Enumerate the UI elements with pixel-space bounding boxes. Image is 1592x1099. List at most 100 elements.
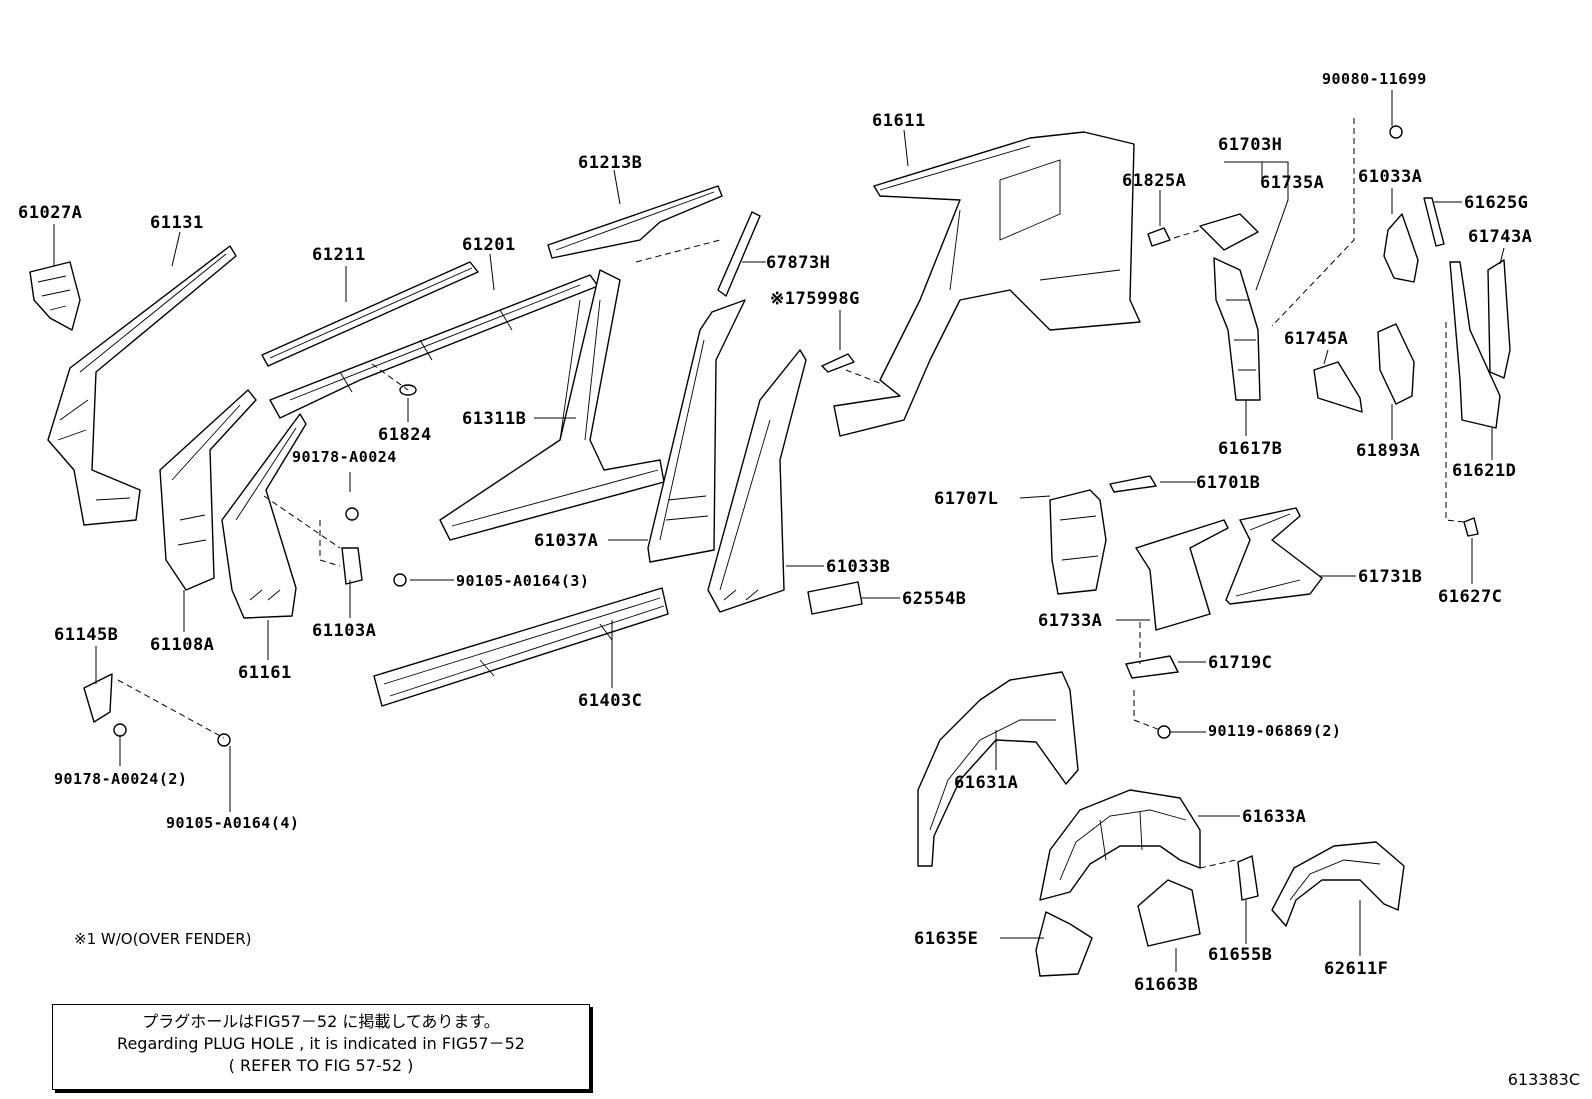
part-62554B (807, 581, 863, 615)
part-61033B (707, 349, 807, 613)
part-61108A (159, 389, 257, 591)
part-61621D (1449, 261, 1501, 429)
part-61145B (83, 673, 113, 723)
part-61825A (1147, 227, 1171, 247)
part-61731B (1225, 507, 1323, 605)
callout-61617B: 61617B (1218, 439, 1282, 459)
fastener-90105-A0164-4 (217, 733, 231, 747)
part-61161 (221, 413, 307, 619)
callout-61707L: 61707L (934, 489, 998, 509)
part-61033A (1383, 213, 1419, 283)
part-175998G (821, 353, 855, 373)
callout-61703H: 61703H (1218, 135, 1282, 155)
part-61131 (47, 245, 237, 526)
callout-61201: 61201 (462, 235, 516, 255)
callout-labels: 61027A 61131 61211 61201 61213B 67873H ※… (18, 70, 1532, 995)
leader-lines (53, 90, 1505, 972)
callout-61743A: 61743A (1468, 227, 1532, 247)
part-61745A (1313, 361, 1363, 413)
part-61663B (1137, 879, 1201, 947)
callout-61403C: 61403C (578, 691, 642, 711)
callout-61701B: 61701B (1196, 473, 1260, 493)
callout-61731B: 61731B (1358, 567, 1422, 587)
callout-61161: 61161 (238, 663, 292, 683)
fastener-90080-11699 (1389, 125, 1403, 139)
callout-61719C: 61719C (1208, 653, 1272, 673)
callout-62611F: 62611F (1324, 959, 1388, 979)
callout-61733A: 61733A (1038, 611, 1102, 631)
part-61893A (1377, 323, 1415, 405)
part-shapes (29, 125, 1511, 977)
callout-61635E: 61635E (914, 929, 978, 949)
figure-code: 613383C (1507, 1070, 1580, 1089)
part-61703H (1199, 213, 1259, 251)
callout-61033A: 61033A (1358, 167, 1422, 187)
callout-61631A: 61631A (954, 773, 1018, 793)
part-61627C (1463, 517, 1479, 537)
footnote: ※1 W/O(OVER FENDER) (74, 930, 252, 948)
callout-61735A: 61735A (1260, 173, 1324, 193)
callout-61108A: 61108A (150, 635, 214, 655)
part-61733A (1135, 519, 1229, 631)
part-61201 (269, 274, 599, 419)
fastener-90119-06869-2 (1157, 725, 1171, 739)
callout-61824: 61824 (378, 425, 432, 445)
note-line-japanese: プラグホールはFIG57－52 に掲載してあります。 (142, 1012, 500, 1031)
assembly-lines (117, 118, 1465, 869)
part-61655B (1237, 855, 1259, 901)
callout-61131: 61131 (150, 213, 204, 233)
callout-67873H: 67873H (766, 253, 830, 273)
callout-61611: 61611 (872, 111, 926, 131)
callout-90178-A0024-2: 90178-A0024(2) (54, 770, 187, 788)
callout-90080-11699: 90080-11699 (1322, 70, 1427, 88)
part-61037A (647, 299, 746, 563)
part-61631A (917, 671, 1079, 867)
callout-61893A: 61893A (1356, 441, 1420, 461)
callout-61145B: 61145B (54, 625, 118, 645)
part-61103A (341, 547, 363, 585)
fastener-90178-A0024-2 (113, 723, 127, 737)
part-61701B (1109, 475, 1157, 493)
note-line-reference: ( REFER TO FIG 57-52 ) (228, 1056, 414, 1075)
part-61027A (29, 261, 81, 331)
callout-61825A: 61825A (1122, 171, 1186, 191)
part-61719C (1125, 655, 1179, 679)
callout-61663B: 61663B (1134, 975, 1198, 995)
part-61611 (833, 131, 1141, 437)
part-67873H (717, 211, 761, 297)
callout-61103A: 61103A (312, 621, 376, 641)
callout-175998G: ※175998G (770, 289, 860, 309)
plug-hole-note-box: プラグホールはFIG57－52 に掲載してあります。 Regarding PLU… (52, 1004, 590, 1090)
part-61403C (373, 587, 669, 707)
callout-61627C: 61627C (1438, 587, 1502, 607)
part-61707L (1049, 489, 1107, 595)
callout-90178-A0024: 90178-A0024 (292, 448, 397, 466)
callout-90105-A0164-4: 90105-A0164(4) (166, 814, 299, 832)
callout-90105-A0164-3: 90105-A0164(3) (456, 572, 589, 590)
callout-62554B: 62554B (902, 589, 966, 609)
part-62611F (1271, 841, 1405, 927)
fastener-90178-A0024 (345, 507, 359, 521)
callout-61745A: 61745A (1284, 329, 1348, 349)
part-61211 (261, 261, 479, 367)
callout-61033B: 61033B (826, 557, 890, 577)
part-61311B (439, 269, 665, 541)
part-61213B (547, 185, 723, 259)
callout-61211: 61211 (312, 245, 366, 265)
callout-61621D: 61621D (1452, 461, 1516, 481)
callout-61213B: 61213B (578, 153, 642, 173)
callout-61633A: 61633A (1242, 807, 1306, 827)
callout-61655B: 61655B (1208, 945, 1272, 965)
part-61625G (1423, 197, 1445, 247)
callout-61027A: 61027A (18, 203, 82, 223)
callout-61625G: 61625G (1464, 193, 1528, 213)
note-line-english: Regarding PLUG HOLE , it is indicated in… (117, 1034, 525, 1053)
part-61635E (1035, 911, 1093, 977)
part-61743A (1487, 259, 1511, 379)
fastener-90105-A0164-3 (393, 573, 407, 587)
part-61617B (1213, 257, 1261, 401)
callout-61037A: 61037A (534, 531, 598, 551)
callout-90119-06869-2: 90119-06869(2) (1208, 722, 1341, 740)
callout-61311B: 61311B (462, 409, 526, 429)
